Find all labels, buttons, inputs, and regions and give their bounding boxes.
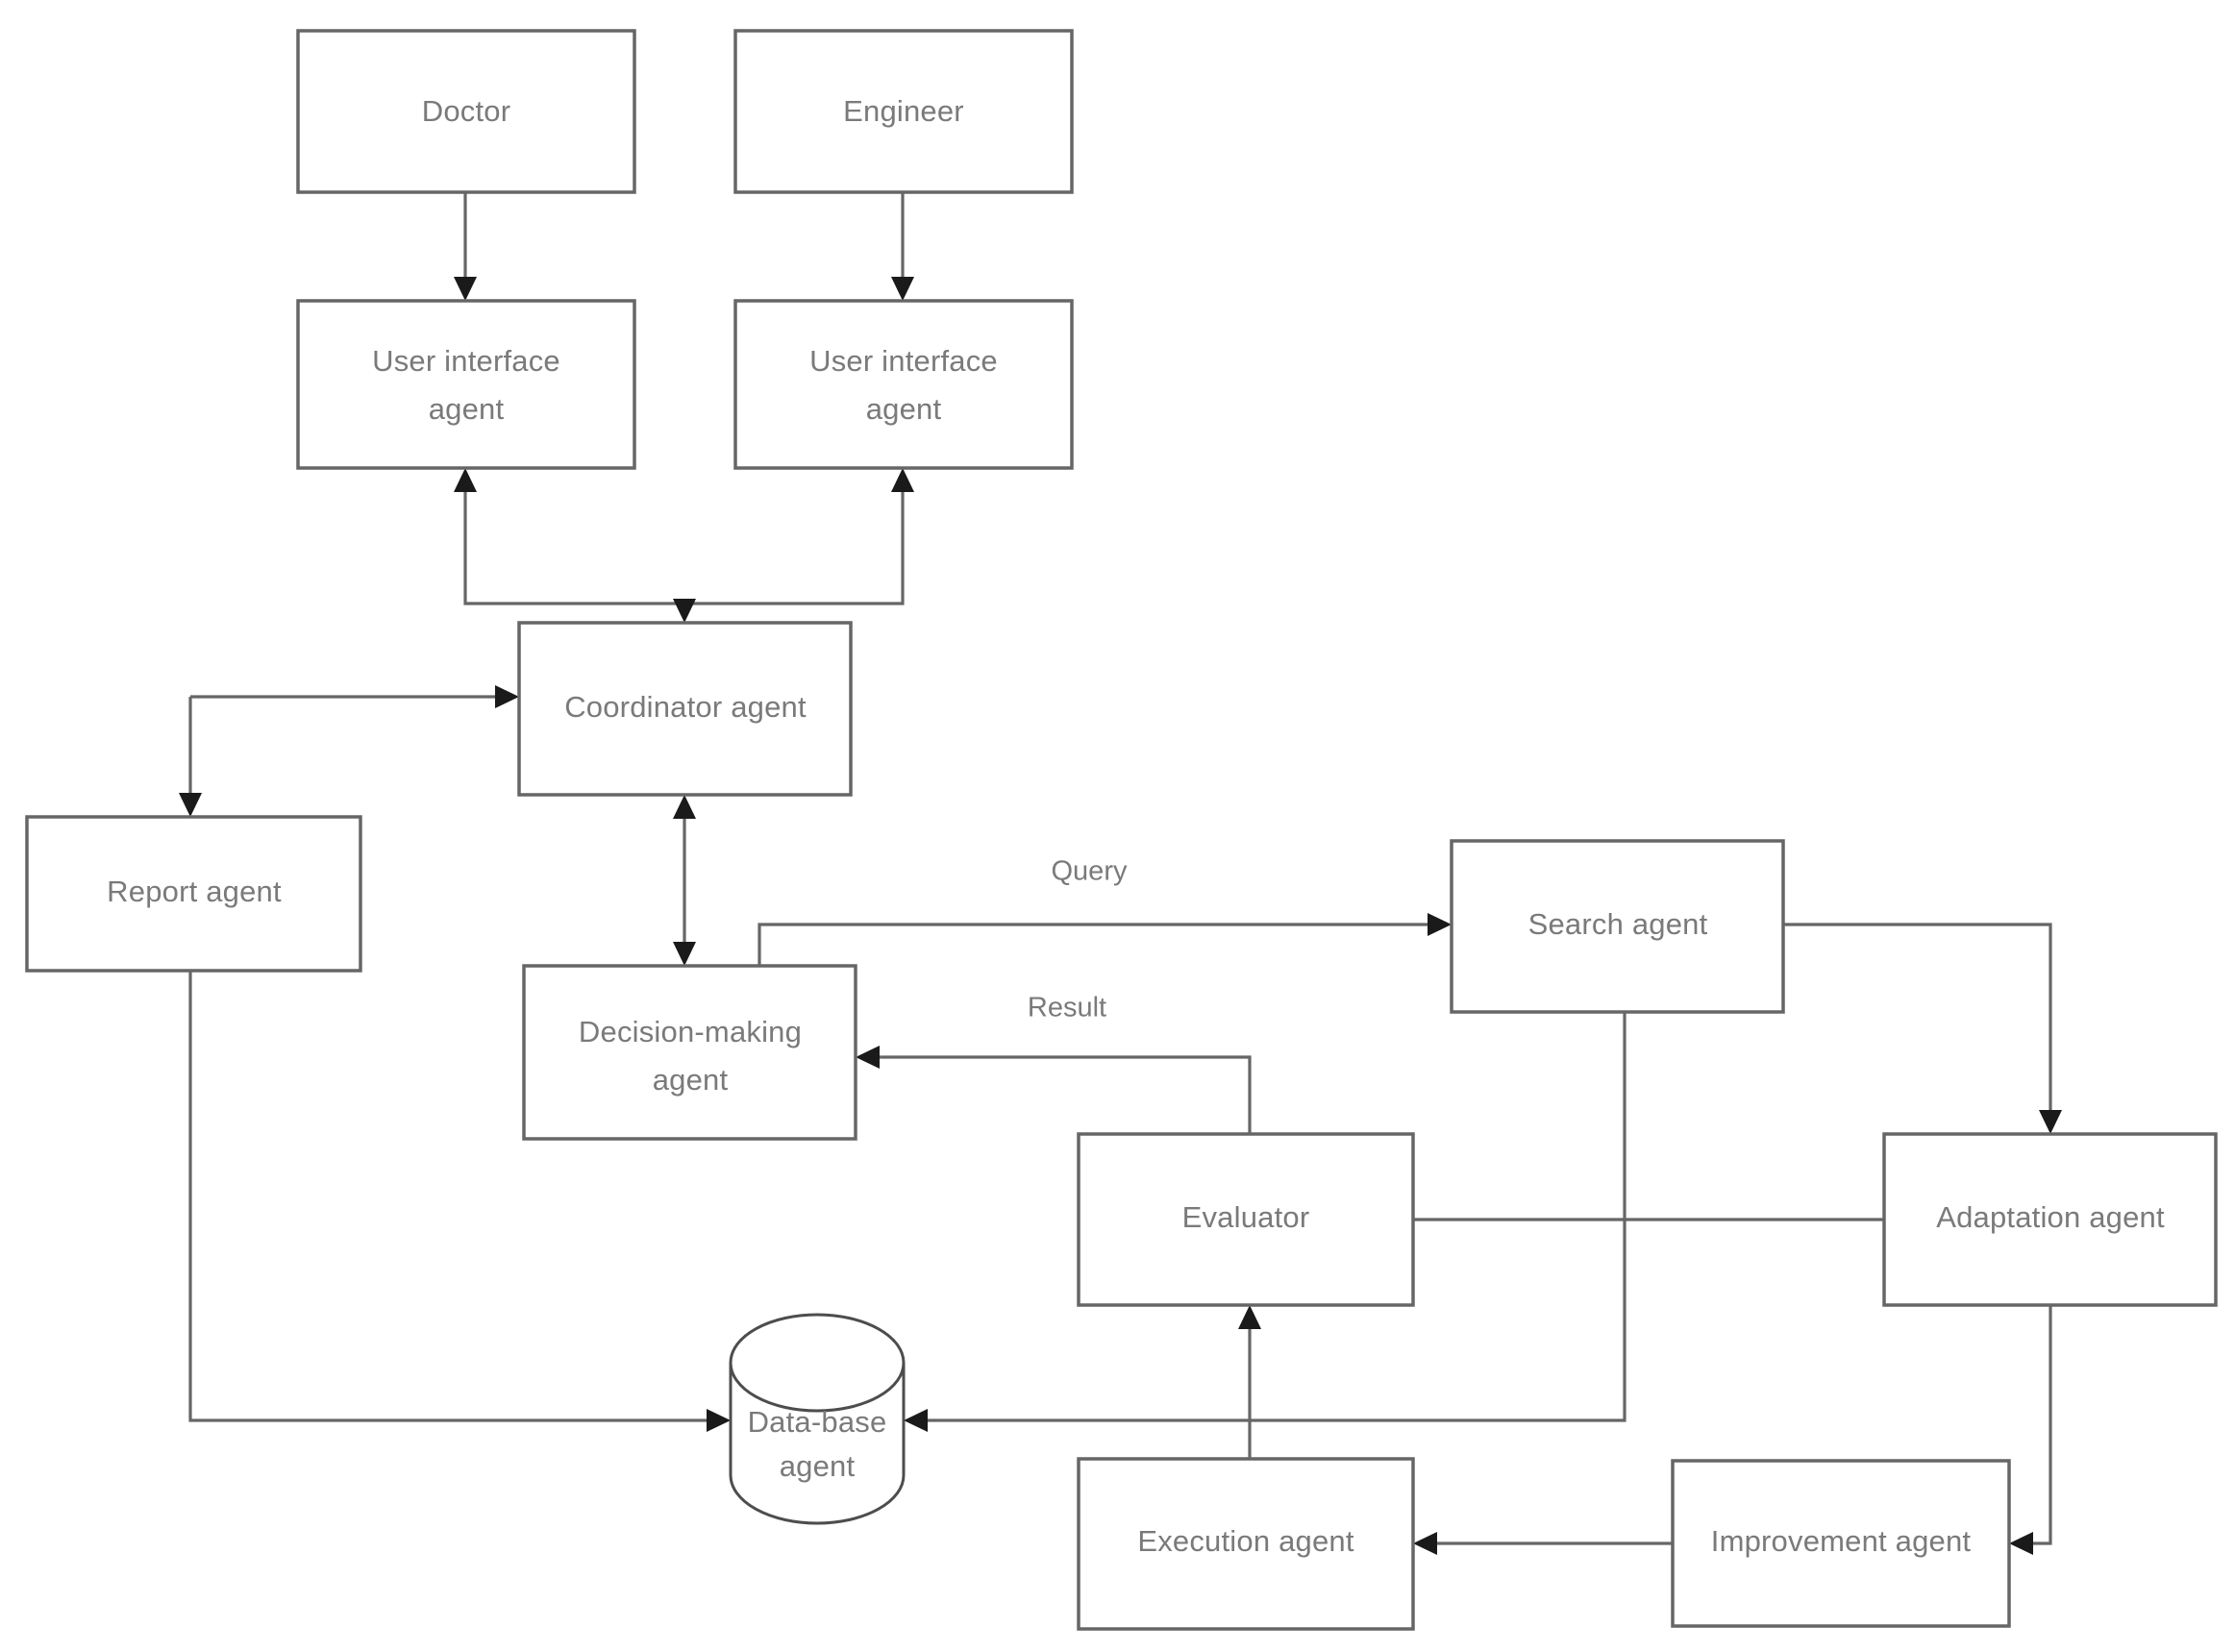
- node-decision-making-agent[interactable]: Decision-making agent: [522, 964, 857, 1141]
- node-report-agent-label: Report agent: [107, 875, 282, 908]
- edge-adaptation-to-improvement: [2009, 1305, 2052, 1555]
- node-user-interface-agent-left[interactable]: User interface agent: [296, 299, 636, 470]
- node-ui-agent-right-label-line1: User interface: [809, 344, 998, 378]
- node-database-agent-label-line2: agent: [780, 1449, 856, 1483]
- node-engineer-label: Engineer: [843, 94, 964, 128]
- node-ui-agent-left-label-line2: agent: [429, 392, 505, 426]
- node-execution-agent[interactable]: Execution agent: [1077, 1457, 1415, 1631]
- node-ui-agent-left-label-line1: User interface: [372, 344, 560, 378]
- node-engineer[interactable]: Engineer: [733, 29, 1074, 194]
- node-user-interface-agent-right[interactable]: User interface agent: [733, 299, 1074, 470]
- edge-label-query: Query: [1052, 856, 1128, 887]
- node-decision-agent-label-line1: Decision-making: [579, 1015, 802, 1048]
- node-evaluator[interactable]: Evaluator: [1077, 1132, 1415, 1307]
- node-coordinator-agent-label: Coordinator agent: [564, 690, 807, 724]
- edge-decision-to-search-query: [757, 913, 1452, 966]
- edge-report-to-database: [188, 971, 731, 1432]
- node-report-agent[interactable]: Report agent: [25, 815, 362, 973]
- edge-coordinator-to-ui-agents: [454, 468, 914, 605]
- edge-search-to-database: [904, 1012, 1627, 1432]
- node-database-agent[interactable]: Data-base agent: [729, 1313, 906, 1525]
- edge-ui-agents-to-coordinator: [673, 599, 696, 623]
- node-improvement-agent[interactable]: Improvement agent: [1671, 1459, 2011, 1628]
- node-execution-agent-label: Execution agent: [1137, 1524, 1354, 1558]
- node-ui-agent-right-label-line2: agent: [866, 392, 942, 426]
- node-evaluator-label: Evaluator: [1182, 1200, 1310, 1234]
- node-decision-agent-label-line2: agent: [653, 1063, 729, 1097]
- edge-evaluator-to-decision-result: [856, 1046, 1252, 1134]
- edge-execution-to-evaluator: [1238, 1305, 1261, 1459]
- edge-doctor-to-ui-left: [454, 192, 477, 301]
- edge-improvement-to-execution: [1413, 1532, 1673, 1555]
- node-coordinator-agent[interactable]: Coordinator agent: [517, 621, 853, 797]
- node-adaptation-agent-label: Adaptation agent: [1936, 1200, 2165, 1234]
- node-doctor[interactable]: Doctor: [296, 29, 636, 194]
- node-adaptation-agent[interactable]: Adaptation agent: [1882, 1132, 2218, 1307]
- node-improvement-agent-label: Improvement agent: [1711, 1524, 1972, 1558]
- node-doctor-label: Doctor: [422, 94, 511, 128]
- edge-report-branch-to-coordinator: [179, 685, 519, 817]
- node-search-agent[interactable]: Search agent: [1450, 839, 1785, 1014]
- edge-coordinator-decision-bidirectional: [673, 795, 696, 966]
- node-search-agent-label: Search agent: [1528, 907, 1708, 941]
- node-database-agent-label-line1: Data-base: [748, 1405, 887, 1439]
- edge-search-to-adaptation: [1783, 923, 2062, 1134]
- edge-engineer-to-ui-right: [891, 192, 914, 301]
- edge-label-result: Result: [1028, 993, 1106, 1023]
